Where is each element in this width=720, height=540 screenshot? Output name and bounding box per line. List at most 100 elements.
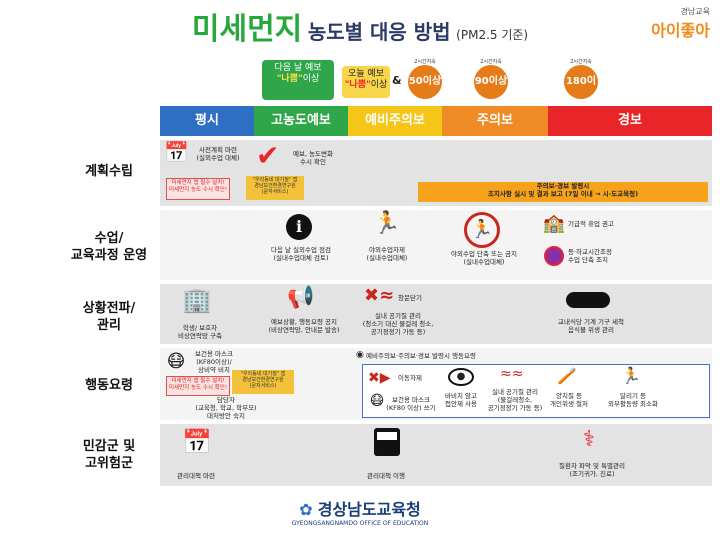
title-main: 미세먼지 [191, 12, 303, 47]
action-header: 예비주의보·주의보·경보 발령시 행동요령 [366, 352, 476, 360]
calendar-icon-2: 📅 [182, 428, 212, 456]
action-b2-line2: (KF80 이상) 쓰기 [386, 404, 436, 412]
class-closure: 기급적 휴업 권고 [568, 220, 614, 228]
action-b6-line2: 외부활동량 최소화 [608, 400, 658, 408]
row-label-line2: 고위험군 [85, 456, 133, 471]
clock-value: 50이상 [408, 76, 442, 87]
pink-line2: 미세먼지 농도 수시 확인! [168, 187, 228, 193]
class-t5b: 수업 단축 조치 [568, 256, 609, 264]
action-b4: 실내 공기질 관리(물걸레청소,공기정정기 가동 등) [484, 388, 546, 412]
ybox-line1: "우리동네 대기질" 앱 [240, 371, 286, 377]
footer-logo: ✿ 경상남도교육청 GYEONGSANGNAMDO OFFICE OF EDUC… [0, 496, 720, 527]
page-title: 미세먼지 농도별 대응 방법 (PM2.5 기준) [0, 4, 720, 48]
window-closed-icon: ✖≈ [364, 285, 395, 306]
row-label-line1: 계획수립 [85, 164, 133, 179]
app-install-notice-2: 미세먼지 앱 필수 설치!미세먼지 농도 수시 확인! [166, 376, 230, 396]
sensitive-t3: 질환자 파악 및 특별관리 [559, 462, 625, 470]
row-label-line2: 교육과정 운영 [70, 248, 148, 263]
comm-t4: 실내 공기질 관리 [375, 312, 421, 320]
plan-t1: 사전계획 마련 [199, 146, 237, 154]
class-t1: 다음 날 실외수업 점검 [270, 246, 332, 254]
class-outdoor-check: 다음 날 실외수업 점검(실내수업대체 검토) [256, 246, 346, 262]
sensitive-t3b: (조기귀가, 진료) [569, 470, 615, 478]
action-b4-line1: 실내 공기질 관리 [492, 388, 538, 396]
class-t1b: (실내수업대체 검토) [273, 254, 329, 262]
plan-prep-text: 사전계획 마련(실외수업 대체) [188, 146, 248, 162]
tag-next-day-forecast: 다음 날 예보 "나쁨"이상 [262, 60, 334, 100]
clock-label: 2시간지속 [414, 59, 436, 65]
bus-icon [374, 428, 400, 456]
row-label-line1: 수업/ [94, 231, 124, 246]
comm-t5: 교내식당 기계 기구 세척 [558, 318, 624, 326]
comm-t2: 예보상황, 행동요령 공지 [271, 318, 337, 326]
comm-close-window: 창문닫기 [398, 294, 422, 302]
mask-icon: 😷 [369, 393, 385, 409]
action-b3-line1: 바비치 않고 [445, 392, 477, 400]
tag-yellow-suffix: 이상 [370, 80, 388, 90]
action-b5-line1: 양치질 등 [556, 392, 582, 400]
band-pre-advisory: 예비주의보 [348, 106, 442, 136]
plan-t2b: 수시 확인 [300, 158, 326, 166]
footer-eng: GYEONGSANGNAMDO OFFICE OF EDUCATION [291, 520, 429, 527]
comm-t1b: 비상연락망 구축 [178, 332, 222, 340]
action-t2: 담당자 [217, 396, 235, 404]
action-b2: 보건용 마스크(KF80 이상) 쓰기 [384, 396, 438, 412]
class-t2: 야외수업자제 [369, 246, 405, 254]
class-t3b: (실내수업대체) [463, 258, 505, 266]
sensitive-special: 질환자 파악 및 특별관리(조기귀가, 진료) [542, 462, 642, 478]
band-advisory: 주의보 [442, 106, 548, 136]
clock-icon: 90이상 [474, 65, 508, 99]
ybox-line3: (문자서비스) [249, 383, 277, 389]
air-waves-icon: ≈≈ [500, 366, 524, 382]
comm-air-quality: 실내 공기질 관리(청소기 대신 물걸레 청소,공기정정기 가동 등) [352, 312, 444, 336]
action-staff: 담당자(교육청, 학교, 학부모)대처방안 숙지 [186, 396, 266, 420]
amp-symbol: & [392, 74, 402, 87]
eye-icon: ● [448, 368, 474, 386]
info-icon: i [286, 214, 312, 240]
row-bg-sensitive [160, 424, 712, 486]
clock-label: 2시간지속 [480, 59, 502, 65]
row-label-line1: 민감군 및 [82, 439, 136, 454]
plan-t1b: (실외수업 대체) [196, 154, 240, 162]
sensitive-execute: 관리대책 이행 [367, 472, 405, 480]
action-b6-line1: 달리기 등 [620, 392, 646, 400]
brand-logo-small: 경남교육 [680, 7, 710, 16]
action-b3-line2: 접안제 사용 [445, 400, 477, 408]
report-bar-line1: 주의보·경보 발령시 [536, 182, 590, 190]
runner-icon: 🏃 [373, 211, 401, 236]
tag-yellow-line1: 오늘 예보 [348, 69, 384, 79]
row-label-action: 행동요령 [60, 377, 158, 394]
action-b5-line2: 개인위생 철저 [550, 400, 588, 408]
pink-line2: 미세먼지 농도 수시 확인! [168, 385, 228, 391]
row-label-plan: 계획수립 [60, 163, 158, 180]
class-outdoor-limit: 야외수업자제(실내수업대체) [352, 246, 422, 262]
clock-50: 2시간지속 50이상 [408, 58, 442, 99]
action-box [362, 364, 710, 418]
runner-red-icon: 🏃 [621, 366, 641, 385]
bus-window [377, 432, 397, 440]
ybox-line3: (문자서비스) [261, 189, 289, 195]
row-label-line1: 행동요령 [85, 378, 133, 393]
action-mask: 보건용 마스크(KF80이상)/상비약 비치 [186, 350, 242, 374]
mask-person-icon: 😷 [166, 351, 186, 372]
action-t2b: (교육청, 학교, 학부모) [195, 404, 257, 412]
band-warning: 경보 [548, 106, 712, 136]
comm-t2b: (비상연락망, 안내문 발송) [268, 326, 340, 334]
clock-icon: 180이상 [564, 65, 598, 121]
action-t1: 보건용 마스크 [195, 350, 233, 358]
action-t2c: 대처방안 숙지 [207, 412, 245, 420]
clock-icon: 50이상 [408, 65, 442, 99]
comm-t1: 학생/ 보호자 [182, 324, 218, 332]
checkmark-icon: ✔ [256, 139, 280, 172]
building-icon: 🏢 [182, 286, 212, 314]
school-icon: 🏫 [542, 213, 566, 234]
